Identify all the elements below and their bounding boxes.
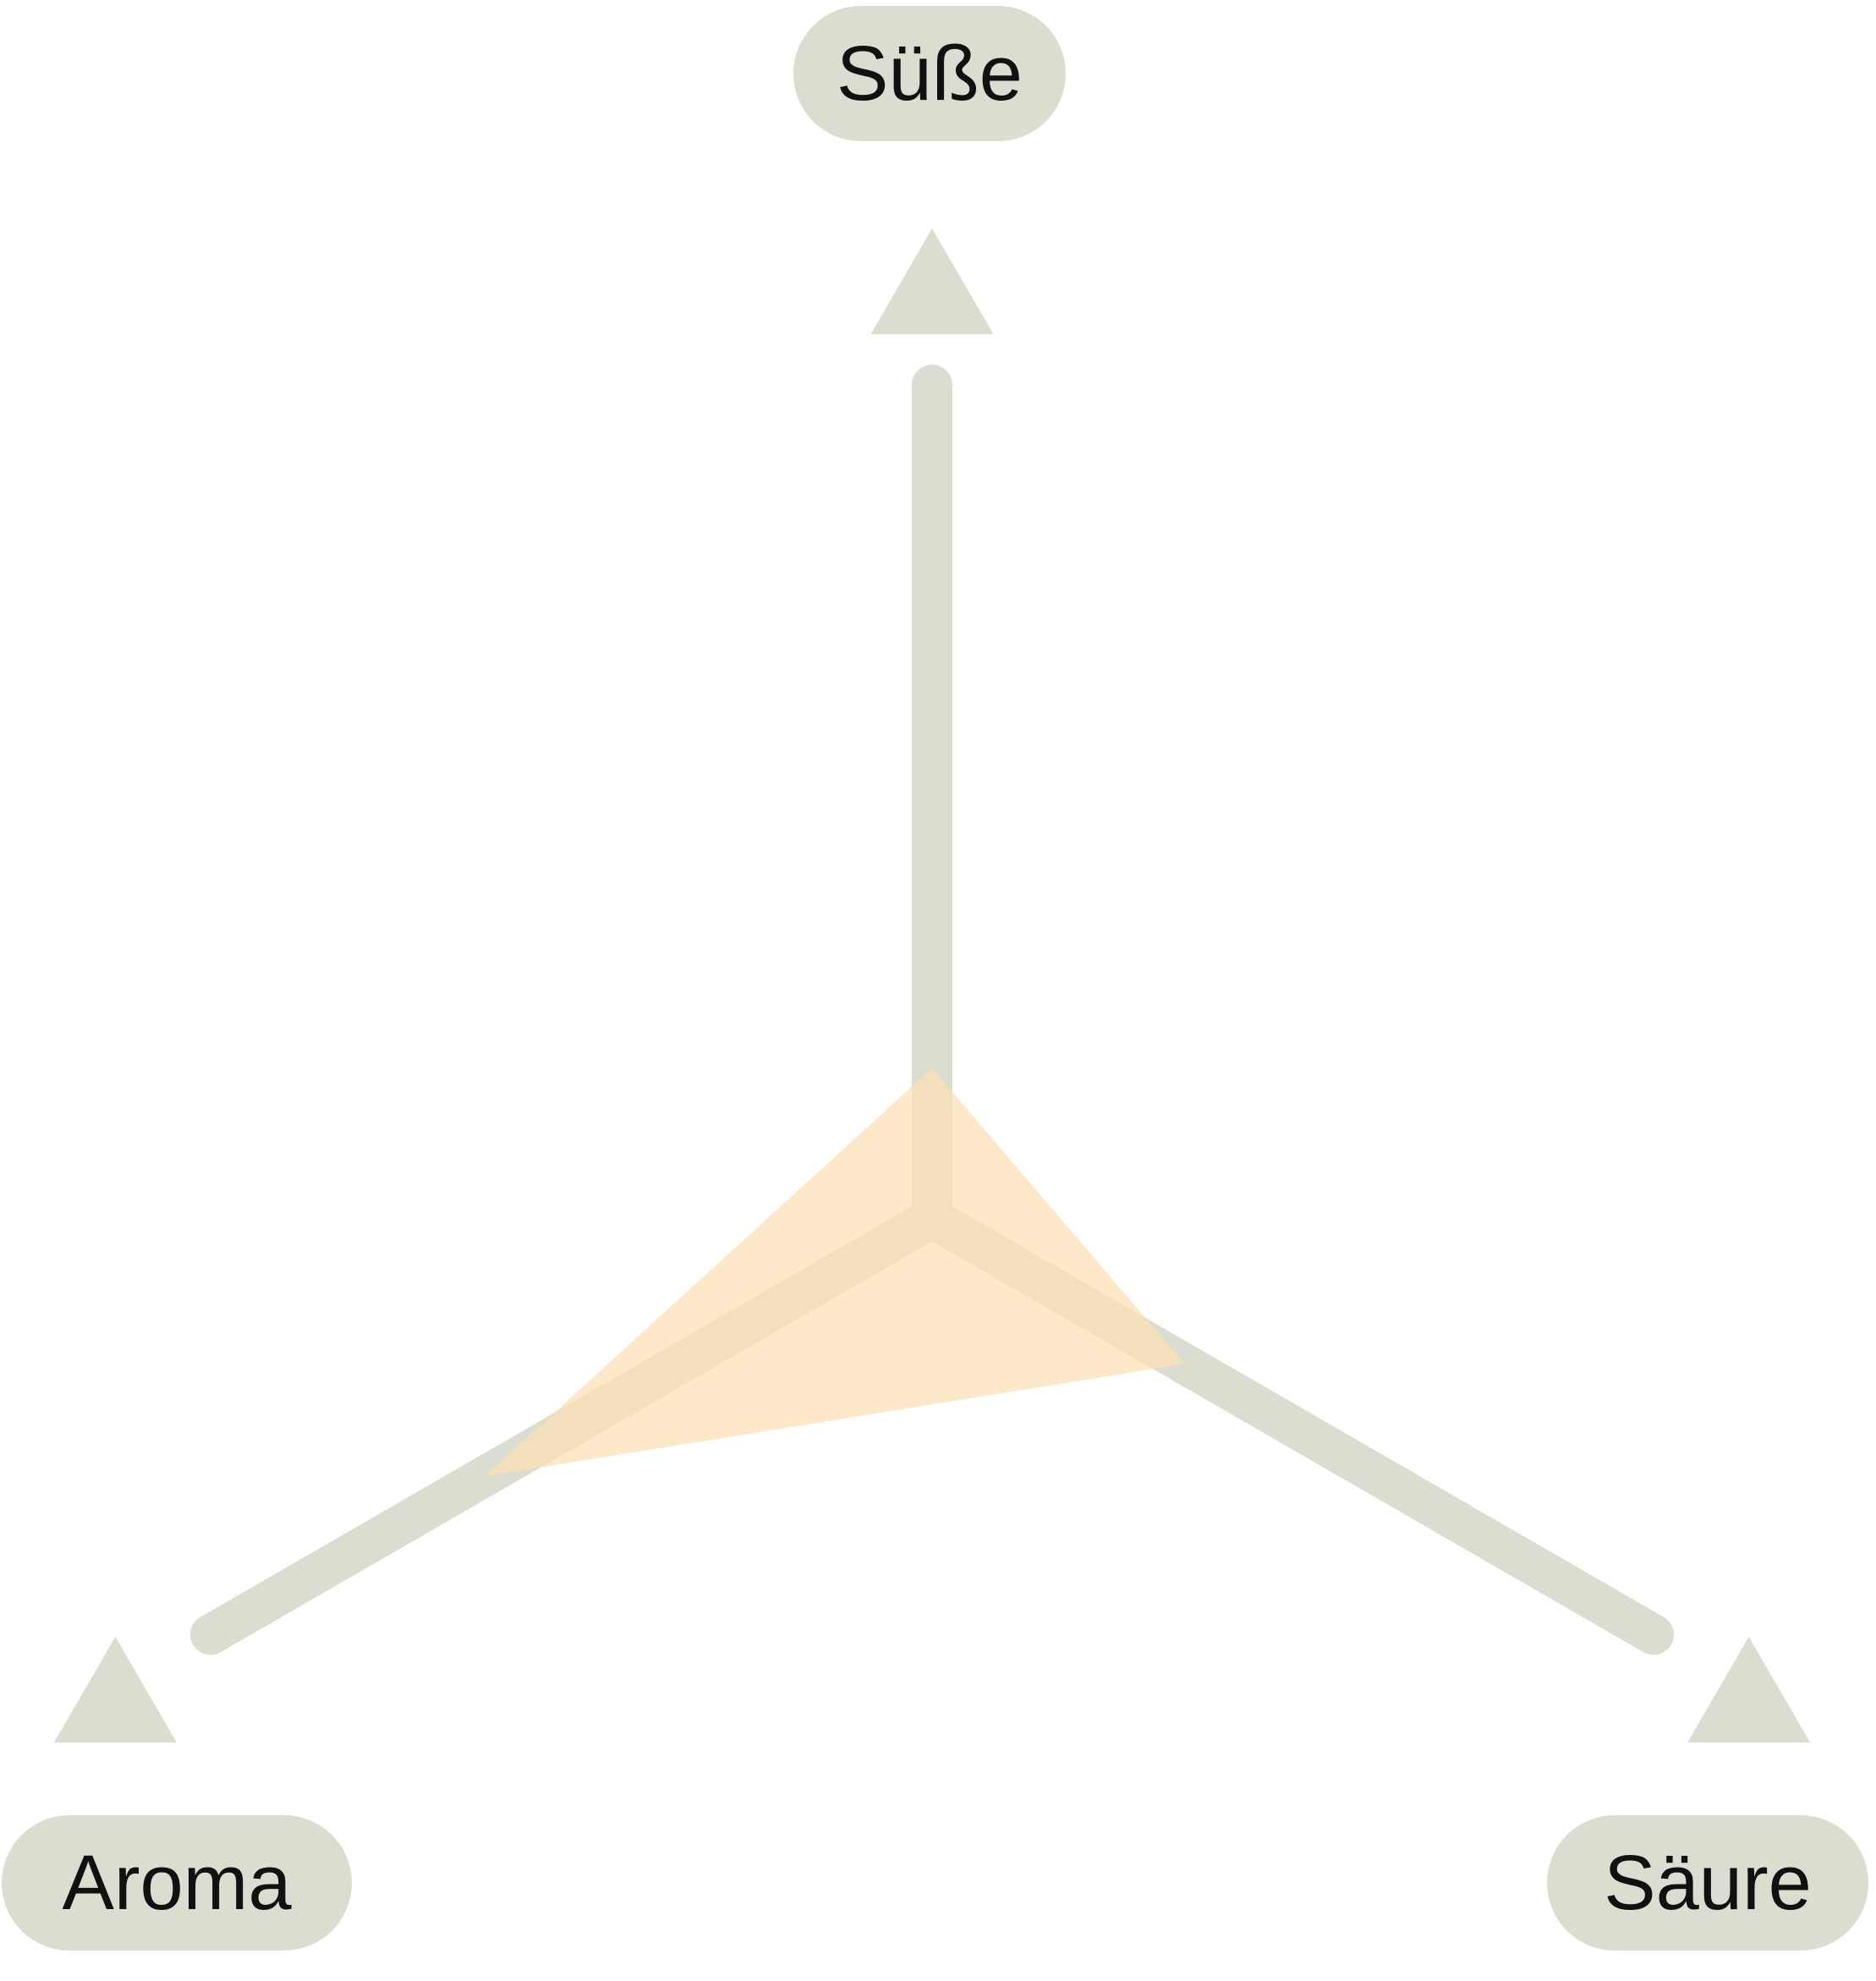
axis-label-text-saeure: Säure <box>1604 1840 1812 1926</box>
axis-arrow-suesse <box>870 228 994 334</box>
axis-label-aroma: Aroma <box>2 1815 352 1951</box>
radar-area-0 <box>485 1067 1185 1477</box>
axis-arrow-saeure <box>1687 1637 1811 1742</box>
area-layer <box>485 1067 1185 1477</box>
axis-label-text-aroma: Aroma <box>63 1840 293 1926</box>
axis-label-pill-aroma <box>2 1815 352 1951</box>
axis-label-text-suesse: Süße <box>837 30 1023 117</box>
axis-label-pill-suesse <box>793 6 1066 141</box>
axis-label-saeure: Säure <box>1547 1815 1868 1951</box>
axis-label-suesse: Süße <box>793 6 1066 141</box>
axis-arrow-aroma <box>53 1637 177 1742</box>
labels-layer: Süße Säure Aroma <box>2 6 1868 1951</box>
axis-label-pill-saeure <box>1547 1815 1868 1951</box>
axes-layer <box>53 228 1811 1742</box>
